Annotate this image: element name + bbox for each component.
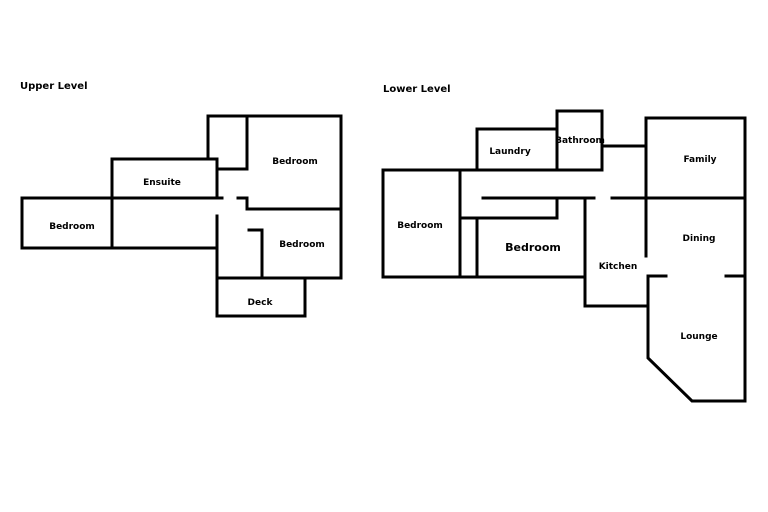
- lower-bedroom-left-walls: [381, 168, 462, 279]
- upper-ensuite-walls: [110, 157, 219, 200]
- lower-laundry-label: Laundry: [489, 147, 531, 157]
- upper-level-plan: Ensuite Bedroom Bedroom Bedroom Deck: [20, 114, 343, 318]
- upper-bedroom-mid-partition: [247, 228, 264, 280]
- lower-lounge-label: Lounge: [680, 332, 717, 342]
- upper-bedroom-left-walls: [20, 196, 114, 250]
- upper-deck-walls: [215, 276, 307, 318]
- lower-family-label: Family: [683, 155, 716, 165]
- upper-center-stub: [236, 196, 249, 211]
- lower-bathroom-walls: [555, 109, 604, 172]
- upper-bedroom-left-label: Bedroom: [49, 222, 95, 232]
- lower-bedroom-left-label: Bedroom: [397, 221, 443, 231]
- lower-level-title: Lower Level: [383, 84, 451, 95]
- upper-closet-walls: [206, 114, 249, 171]
- upper-bedroom-top-label: Bedroom: [272, 157, 318, 167]
- lower-bedroom-center-label: Bedroom: [505, 241, 561, 254]
- lower-lounge-walls: [646, 274, 747, 403]
- lower-bedroom-center-top: [458, 196, 559, 220]
- upper-deck-label: Deck: [248, 298, 274, 308]
- upper-level-title: Upper Level: [20, 81, 88, 92]
- lower-level-plan: Laundry Bathroom Family Bedroom Bedroom …: [381, 109, 747, 403]
- upper-bedroom-mid-label: Bedroom: [279, 240, 325, 250]
- upper-ensuite-label: Ensuite: [143, 178, 181, 188]
- lower-bathroom-label: Bathroom: [555, 136, 605, 146]
- lower-kitchen-walls: [583, 196, 648, 308]
- lower-dining-label: Dining: [683, 234, 716, 244]
- lower-kitchen-label: Kitchen: [599, 262, 638, 272]
- lower-family-walls: [644, 116, 747, 200]
